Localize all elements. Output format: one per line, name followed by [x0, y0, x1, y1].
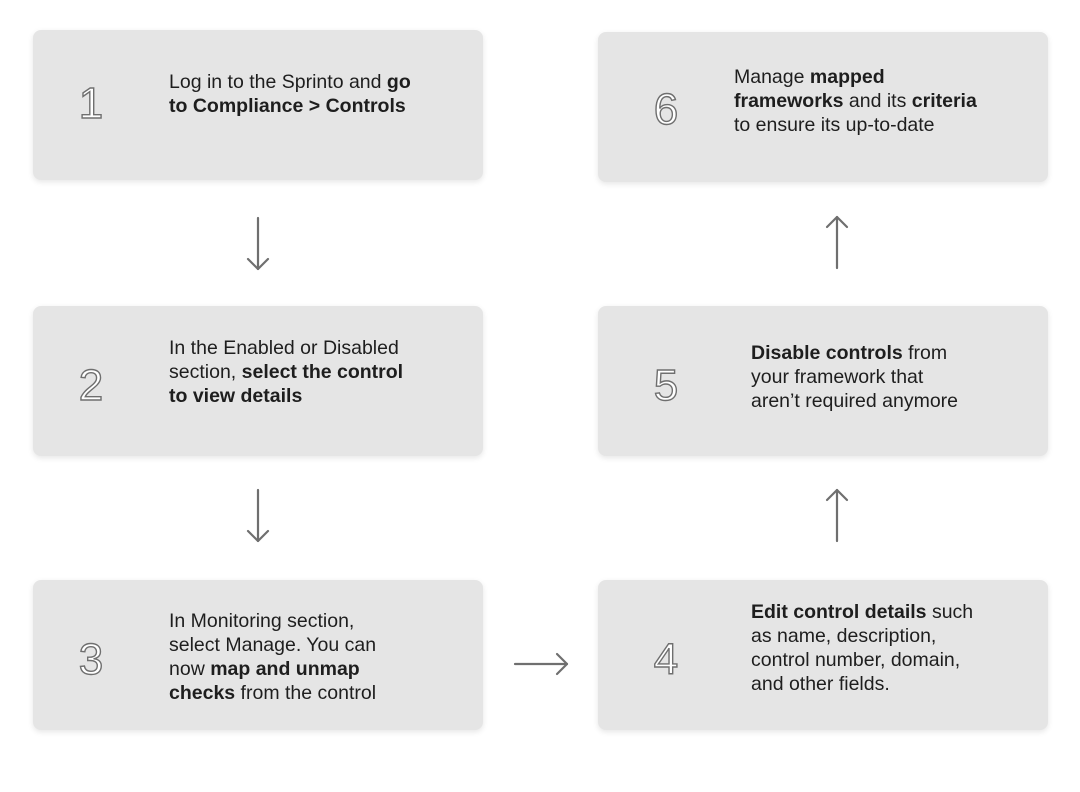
- step-2-line: to view details: [169, 384, 403, 408]
- plain-text: and its: [843, 90, 912, 112]
- arrow-right-3-to-4: [513, 652, 569, 676]
- step-3-line: select Manage. You can: [169, 633, 376, 657]
- plain-text: select Manage. You can: [169, 634, 377, 656]
- emphasis-text: to view details: [169, 385, 303, 407]
- step-4-line: as name, description,: [751, 624, 973, 648]
- emphasis-text: go: [386, 71, 411, 93]
- arrow-up-5-to-6: [825, 215, 849, 270]
- step-4-line: and other fields.: [751, 672, 973, 696]
- plain-text: Manage: [734, 66, 810, 88]
- step-4-line: control number, domain,: [751, 648, 973, 672]
- step-number-6: 6: [653, 85, 679, 134]
- step-4-line: Edit control details such: [751, 600, 973, 624]
- step-number-3: 3: [78, 635, 104, 684]
- step-6-line: to ensure its up-to-date: [734, 113, 977, 137]
- step-3-line: In Monitoring section,: [169, 609, 376, 633]
- plain-text: and other fields.: [751, 673, 890, 695]
- step-5-line: Disable controls from: [751, 341, 958, 365]
- emphasis-text: frameworks: [734, 90, 844, 112]
- emphasis-text: Edit control details: [751, 601, 927, 623]
- plain-text: section,: [169, 361, 242, 383]
- arrow-down-2-to-3: [246, 488, 270, 543]
- emphasis-text: checks: [169, 682, 236, 704]
- step-2-line: In the Enabled or Disabled: [169, 336, 403, 360]
- step-5-line: aren’t required anymore: [751, 389, 958, 413]
- arrow-down-1-to-2: [246, 216, 270, 271]
- arrow-up-4-to-5: [825, 488, 849, 543]
- plain-text: to ensure its up-to-date: [734, 114, 935, 136]
- plain-text: aren’t required anymore: [751, 390, 959, 412]
- step-number-2: 2: [78, 361, 104, 410]
- step-number-4: 4: [653, 635, 679, 684]
- plain-text: In Monitoring section,: [169, 610, 355, 632]
- step-2-line: section, select the control: [169, 360, 403, 384]
- step-text-3: In Monitoring section,select Manage. You…: [169, 609, 376, 705]
- plain-text: from the control: [235, 682, 377, 704]
- plain-text: In the Enabled or Disabled: [169, 337, 399, 359]
- step-3-line: now map and unmap: [169, 657, 376, 681]
- step-card-3: 3 In Monitoring section,select Manage. Y…: [33, 580, 483, 730]
- step-6-line: Manage mapped: [734, 65, 977, 89]
- step-5-line: your framework that: [751, 365, 958, 389]
- step-6-line: frameworks and its criteria: [734, 89, 977, 113]
- emphasis-text: select the control: [241, 361, 404, 383]
- plain-text: such: [926, 601, 974, 623]
- emphasis-text: Disable controls: [751, 342, 903, 364]
- emphasis-text: criteria: [911, 90, 977, 112]
- emphasis-text: map and unmap: [210, 658, 360, 680]
- plain-text: your framework that: [751, 366, 924, 388]
- plain-text: control number, domain,: [751, 649, 961, 671]
- step-number-5: 5: [653, 361, 679, 410]
- emphasis-text: to Compliance > Controls: [169, 95, 406, 117]
- plain-text: from: [902, 342, 948, 364]
- step-number-1: 1: [78, 79, 104, 128]
- step-1-line: Log in to the Sprinto and go: [169, 70, 411, 94]
- plain-text: Log in to the Sprinto and: [169, 71, 387, 93]
- plain-text: now: [169, 658, 211, 680]
- plain-text: as name, description,: [751, 625, 937, 647]
- emphasis-text: mapped: [809, 66, 885, 88]
- step-1-line: to Compliance > Controls: [169, 94, 411, 118]
- step-3-line: checks from the control: [169, 681, 376, 705]
